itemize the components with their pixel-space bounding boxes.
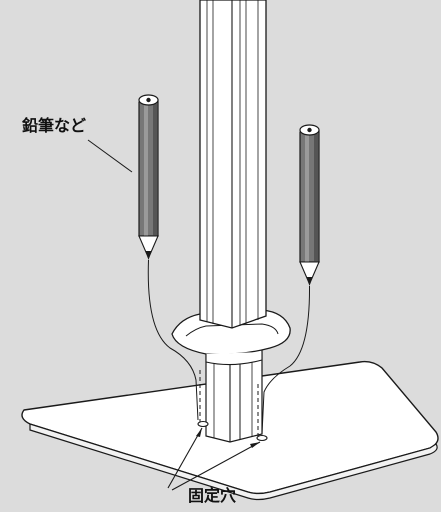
pole-upper <box>199 0 267 329</box>
hole-leader-lines <box>167 427 261 491</box>
fixing-holes <box>197 420 268 442</box>
pencil-guide-lines <box>147 259 311 435</box>
fixing-hole-label: 固定穴 <box>188 486 237 505</box>
pencil-label: 鉛筆など <box>22 116 87 135</box>
pencil-leader-line <box>87 139 133 173</box>
pencil-right <box>299 124 320 286</box>
fixing-guide-lines <box>199 370 259 436</box>
pencil-left <box>138 94 159 260</box>
